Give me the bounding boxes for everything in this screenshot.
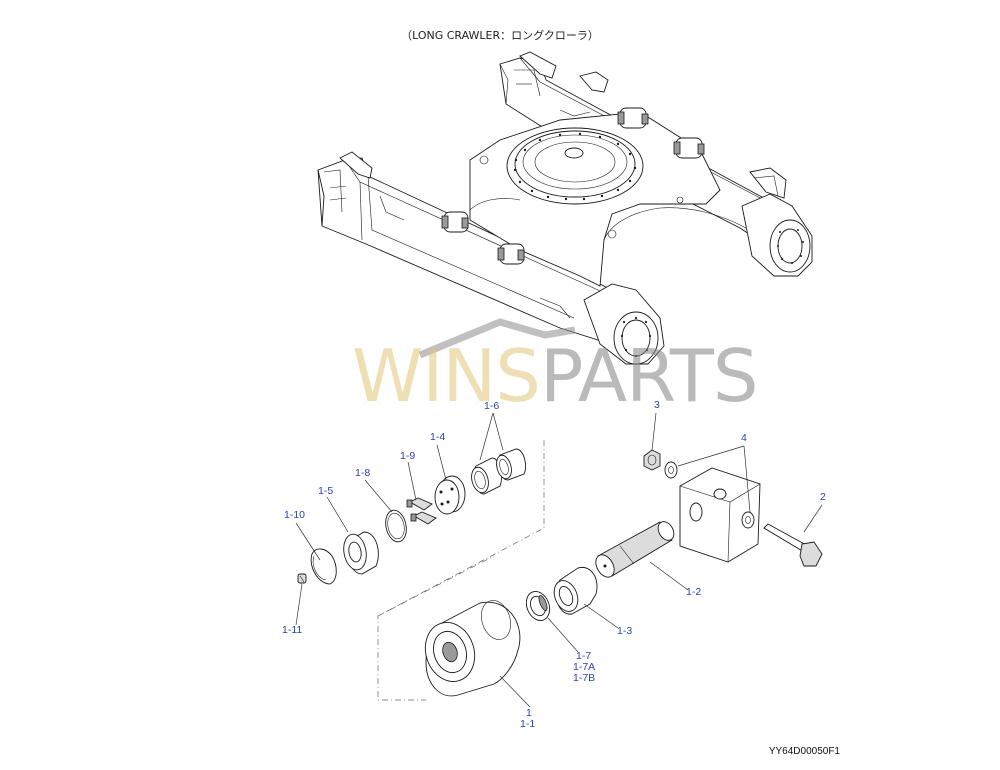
- snap-ring: [310, 548, 337, 585]
- callout-1-9[interactable]: 1-9: [400, 450, 416, 462]
- diagram-title: （LONG CRAWLER：ロングクローラ）: [401, 29, 599, 42]
- plug: [297, 573, 307, 584]
- o-ring: [385, 509, 407, 543]
- cover: [434, 475, 466, 515]
- frame-upper-rollers: [441, 107, 705, 265]
- callout-1-11[interactable]: 1-11: [282, 624, 303, 636]
- nut: [643, 449, 661, 471]
- leader-lines: [295, 412, 823, 708]
- small-bolts: [406, 497, 437, 525]
- shaft: [595, 521, 675, 578]
- callout-3[interactable]: 3: [654, 399, 660, 411]
- callout-2[interactable]: 2: [820, 491, 826, 503]
- watermark-part1: WINS: [352, 334, 541, 418]
- callout-1-2[interactable]: 1-2: [686, 586, 702, 598]
- collar: [553, 566, 598, 615]
- callout-4[interactable]: 4: [741, 432, 747, 444]
- tumbler-bolts-front: [620, 316, 652, 358]
- callout-1-7a[interactable]: 1-7A: [573, 661, 596, 673]
- callout-1[interactable]: 1: [526, 707, 532, 719]
- watermark-roof: [418, 318, 576, 359]
- callout-1-4[interactable]: 1-4: [430, 431, 446, 443]
- callout-1-7[interactable]: 1-7: [576, 650, 592, 662]
- callout-1-3[interactable]: 1-3: [617, 625, 633, 637]
- callout-1-7b[interactable]: 1-7B: [573, 672, 596, 684]
- bracket-block: [679, 467, 761, 563]
- floating-seal: [525, 591, 551, 621]
- tumbler-bolts-rear: [777, 229, 804, 264]
- callout-1-6[interactable]: 1-6: [484, 400, 500, 412]
- callout-1-8[interactable]: 1-8: [355, 467, 371, 479]
- callout-1-5[interactable]: 1-5: [318, 485, 334, 497]
- washers: [664, 461, 755, 529]
- callout-1-1[interactable]: 1-1: [520, 718, 536, 730]
- callout-1-10[interactable]: 1-10: [284, 509, 306, 521]
- watermark-part2: PARTS: [540, 334, 759, 418]
- bolt: [763, 523, 823, 567]
- drawing-code: YY64D00050F1: [768, 746, 840, 757]
- hub: [343, 531, 379, 575]
- swing-circle-bolts: [513, 132, 637, 201]
- track-frame: [317, 51, 813, 365]
- bushings: [471, 448, 527, 495]
- roller-body: [424, 600, 521, 697]
- watermark: WINSPARTS: [352, 340, 759, 412]
